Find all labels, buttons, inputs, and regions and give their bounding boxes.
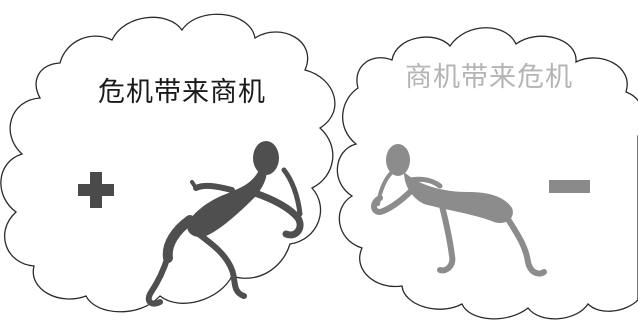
right-caption: 商机带来危机 xyxy=(405,62,573,93)
left-figure xyxy=(145,141,304,307)
plus-sign xyxy=(78,172,114,208)
minus-sign xyxy=(549,180,590,193)
left-cloud xyxy=(0,13,336,313)
right-cloud xyxy=(336,27,638,320)
right-figure xyxy=(371,144,547,277)
left-caption: 危机带来商机 xyxy=(98,77,266,108)
